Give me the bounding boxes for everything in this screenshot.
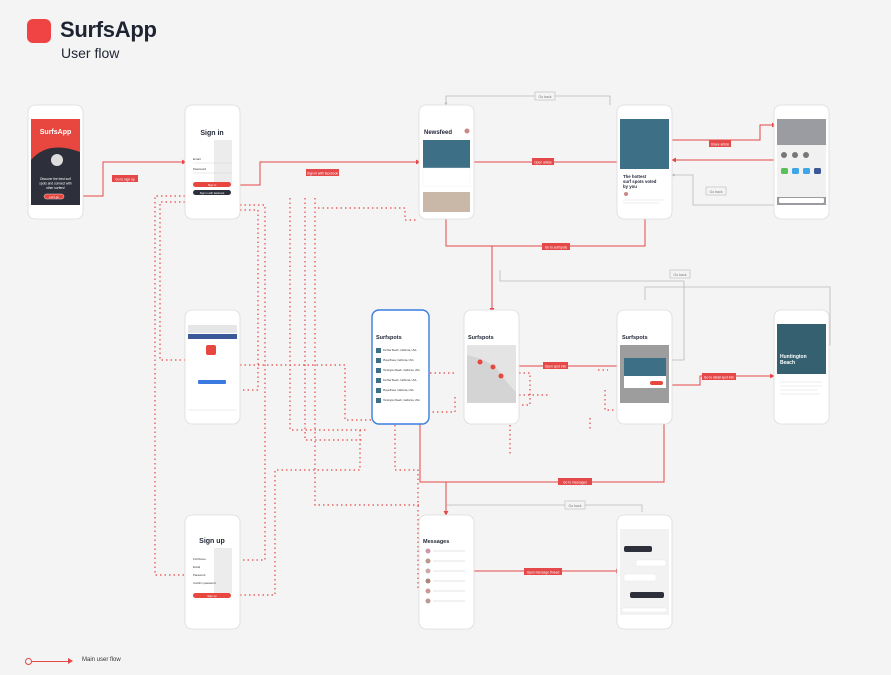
screen-signin[interactable]: Sign in Email Password Sign in Sign in w…	[184, 104, 241, 220]
surfspot-item-2[interactable]: Playa Brava, California, USA	[383, 359, 414, 362]
signin-title: Sign in	[200, 130, 223, 137]
article-headline-1: The hottest	[623, 174, 647, 179]
surfspot-item-1[interactable]: Del Mar Beach, California, USA	[383, 349, 417, 352]
splash-brand: SurfsApp	[40, 129, 72, 136]
signup-fullname-label: Full Name	[193, 557, 206, 561]
signin-button[interactable]	[193, 182, 231, 187]
screen-signup[interactable]: Sign up Full Name Email Password Confirm…	[184, 514, 241, 630]
screen-surfspots-map[interactable]: Surfspots	[463, 309, 520, 425]
go-back-label-1: Go back	[538, 95, 551, 99]
label-go-surfspots: Go to surfspots	[545, 246, 568, 250]
signup-title: Sign up	[199, 538, 225, 545]
surfspots-card-title: Surfspots	[622, 335, 648, 341]
splash-tagline-1: Discover the best surf	[40, 177, 71, 181]
label-share: Share article	[711, 143, 730, 147]
signin-password-label: Password	[193, 167, 207, 171]
screen-spot-detail[interactable]: Huntington Beach	[773, 309, 830, 425]
go-back-label-4: Go back	[568, 504, 581, 508]
splash-button-label: Let's go	[49, 195, 59, 199]
dotted-alt-flows	[154, 195, 618, 596]
go-back-label-3: Go back	[673, 273, 686, 277]
signin-facebook-button[interactable]	[193, 190, 231, 195]
signin-facebook-label: Sign in with facebook	[200, 191, 225, 195]
newsfeed-card-image[interactable]	[423, 140, 470, 168]
legend-start-dot	[25, 658, 32, 665]
surfspots-list-items: Del Mar Beach, California, USA Playa Bra…	[376, 348, 420, 403]
legend-arrow-icon	[68, 658, 73, 664]
signin-button-label: Sign in	[208, 183, 217, 187]
app-title: SurfsApp	[60, 17, 157, 42]
diagram-subtitle: User flow	[61, 45, 120, 61]
map-pin-3[interactable]	[498, 373, 504, 379]
map-pin-2[interactable]	[490, 364, 496, 370]
signin-email-label: Email	[193, 157, 201, 161]
screen-chat-thread[interactable]	[616, 514, 673, 630]
spot-detail-title-1: Huntington	[780, 354, 807, 360]
label-open-spot: Open spot info	[545, 365, 567, 369]
label-to-signup: Go to sign up	[115, 178, 135, 182]
facebook-continue-button[interactable]	[198, 380, 226, 384]
newsfeed-avatar[interactable]	[464, 128, 470, 134]
map-pin-1[interactable]	[477, 359, 483, 365]
splash-lets-go-button[interactable]	[43, 193, 65, 200]
screen-article[interactable]: The hottest surf spots voted by you	[616, 104, 673, 220]
signup-button-label: Sign up	[207, 594, 217, 598]
surfspots-list-title: Surfspots	[376, 335, 402, 341]
signup-button[interactable]	[193, 593, 231, 598]
splash-tagline-2: spots and connect with	[39, 182, 72, 186]
share-cancel-button[interactable]	[779, 198, 824, 203]
gray-back-labels: Go back Go back Go back Go back	[534, 91, 727, 510]
surfspot-preview-button[interactable]	[650, 381, 663, 385]
screen-facebook-login[interactable]	[184, 309, 241, 425]
surfspots-map-title: Surfspots	[468, 335, 494, 341]
screen-surfspots-card[interactable]: Surfspots	[616, 309, 673, 425]
signup-email-label: Email	[193, 565, 200, 569]
article-headline-3: by you	[623, 184, 637, 189]
article-headline-2: surf spots voted	[623, 179, 657, 184]
article-hero-image	[620, 119, 669, 169]
signup-password-label: Password	[193, 573, 206, 577]
signup-confirm-label: Confirm password	[193, 581, 216, 585]
chat-input[interactable]	[621, 607, 668, 613]
legend-flow-line	[28, 661, 70, 662]
go-back-label-2: Go back	[709, 190, 722, 194]
surfspot-item-4[interactable]: Del Mar Beach, California, USA	[383, 379, 417, 382]
surfspot-item-5[interactable]: Playa Brava, California, USA	[383, 389, 414, 392]
messages-title: Messages	[423, 539, 449, 545]
label-signin: Sign in with facebook	[307, 172, 339, 176]
screen-splash[interactable]: SurfsApp Discover the best surf spots an…	[27, 104, 84, 220]
screen-surfspots-list[interactable]: Surfspots Del Mar Beach, California, USA…	[371, 309, 430, 425]
spot-detail-title-2: Beach	[780, 360, 795, 366]
label-go-messages: Go to messages	[563, 481, 587, 485]
app-logo-icon	[27, 19, 51, 43]
label-open-chat: Open message thread	[527, 571, 560, 575]
splash-tagline-3: other surfers!	[46, 186, 65, 190]
label-open-detail: Go to detail spot info	[704, 376, 734, 380]
legend-label: Main user flow	[82, 657, 121, 663]
spot-detail-hero	[777, 324, 826, 374]
screen-newsfeed[interactable]: Newsfeed	[418, 104, 475, 220]
screen-share-sheet[interactable]	[773, 104, 830, 220]
label-open-article: Open article	[534, 161, 552, 165]
surfspot-item-6[interactable]: Huntington Beach, California, USA	[383, 399, 420, 402]
screen-messages[interactable]: Messages	[418, 514, 475, 630]
main-flow-labels: Go to sign up Sign in with facebook Open…	[112, 140, 736, 575]
newsfeed-title: Newsfeed	[424, 130, 452, 136]
surfspot-item-3[interactable]: Huntington Beach, California, USA	[383, 369, 420, 372]
